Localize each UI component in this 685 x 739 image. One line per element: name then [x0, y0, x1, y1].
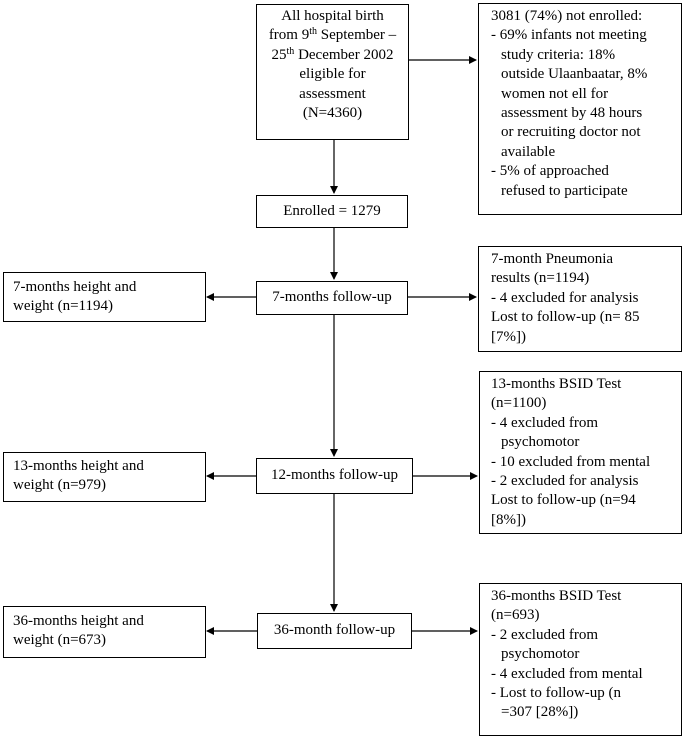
- bsid-36-line: - 4 excluded from mental: [491, 665, 643, 682]
- enrolled-label: Enrolled = 1279: [283, 203, 381, 219]
- pneumonia-7-line: - 4 excluded for analysis: [491, 289, 639, 306]
- followup-36-label: 36-month follow-up: [273, 622, 396, 638]
- pneumonia-7-line: results (n=1194): [491, 270, 590, 287]
- eligible-line-5: assessment: [299, 85, 366, 102]
- eligible-line-6: (N=4360): [302, 105, 363, 122]
- bsid-13-line: 13-months BSID Test: [491, 376, 622, 392]
- bsid-13-line: Lost to follow-up (n=94: [491, 492, 636, 509]
- pneumonia-7-line: Lost to follow-up (n= 85: [491, 309, 640, 326]
- height-weight-36-box: 36-months height and weight (n=673): [3, 606, 206, 658]
- bsid-13-line: (n=1100): [491, 395, 547, 412]
- height-weight-36-line: weight (n=673): [13, 632, 107, 649]
- bsid-36-line: 36-months BSID Test: [491, 588, 622, 604]
- not-enrolled-box: 3081 (74%) not enrolled: - 69% infants n…: [478, 3, 682, 215]
- not-enrolled-item: - 69% infants not meeting: [491, 27, 647, 44]
- height-weight-7-line: 7-months height and: [13, 279, 137, 295]
- bsid-13-line: - 2 excluded for analysis: [491, 473, 639, 490]
- bsid-13-box: 13-months BSID Test (n=1100) - 4 exclude…: [479, 371, 682, 534]
- bsid-36-line: - 2 excluded from: [491, 626, 599, 643]
- not-enrolled-item: available: [501, 143, 556, 160]
- followup-7-box: 7-months follow-up: [256, 281, 408, 315]
- not-enrolled-item: assessment by 48 hours: [501, 105, 643, 122]
- followup-7-label: 7-months follow-up: [272, 289, 392, 305]
- not-enrolled-heading: 3081 (74%) not enrolled:: [491, 8, 643, 24]
- height-weight-13-line: 13-months height and: [13, 458, 144, 474]
- bsid-36-line: (n=693): [491, 607, 540, 624]
- pneumonia-7-line: [7%]): [491, 328, 526, 345]
- pneumonia-7-line: 7-month Pneumonia: [491, 251, 614, 267]
- height-weight-36-line: 36-months height and: [13, 613, 144, 629]
- bsid-36-line: =307 [28%]): [501, 704, 579, 721]
- not-enrolled-item: or recruiting doctor not: [501, 124, 641, 141]
- bsid-13-line: [8%]): [491, 511, 526, 528]
- not-enrolled-item: outside Ulaanbaatar, 8%: [501, 66, 648, 83]
- not-enrolled-item: refused to participate: [501, 182, 628, 199]
- followup-36-box: 36-month follow-up: [257, 613, 412, 649]
- eligible-line-3: 25th December 2002: [271, 45, 394, 63]
- not-enrolled-item: women not ell for: [501, 85, 609, 102]
- eligible-line-2: from 9th September –: [268, 26, 397, 44]
- bsid-13-line: - 10 excluded from mental: [491, 453, 651, 470]
- eligible-line-1: All hospital birth: [281, 8, 384, 24]
- followup-12-box: 12-months follow-up: [256, 458, 413, 494]
- followup-12-label: 12-months follow-up: [270, 467, 399, 483]
- eligible-line-4: eligible for: [299, 66, 366, 83]
- bsid-36-line: - Lost to follow-up (n: [491, 685, 621, 702]
- enrolled-box: Enrolled = 1279: [256, 195, 408, 228]
- height-weight-13-box: 13-months height and weight (n=979): [3, 452, 206, 502]
- eligible-box: All hospital birth from 9th September – …: [256, 4, 409, 140]
- height-weight-7-line: weight (n=1194): [13, 298, 113, 315]
- bsid-36-box: 36-months BSID Test (n=693) - 2 excluded…: [479, 583, 682, 736]
- bsid-13-line: psychomotor: [501, 434, 580, 451]
- not-enrolled-item: study criteria: 18%: [501, 46, 616, 63]
- height-weight-13-line: weight (n=979): [13, 477, 107, 494]
- not-enrolled-item: - 5% of approached: [491, 163, 609, 180]
- height-weight-7-box: 7-months height and weight (n=1194): [3, 272, 206, 322]
- bsid-36-line: psychomotor: [501, 646, 580, 663]
- bsid-13-line: - 4 excluded from: [491, 414, 599, 431]
- pneumonia-7-box: 7-month Pneumonia results (n=1194) - 4 e…: [478, 246, 682, 352]
